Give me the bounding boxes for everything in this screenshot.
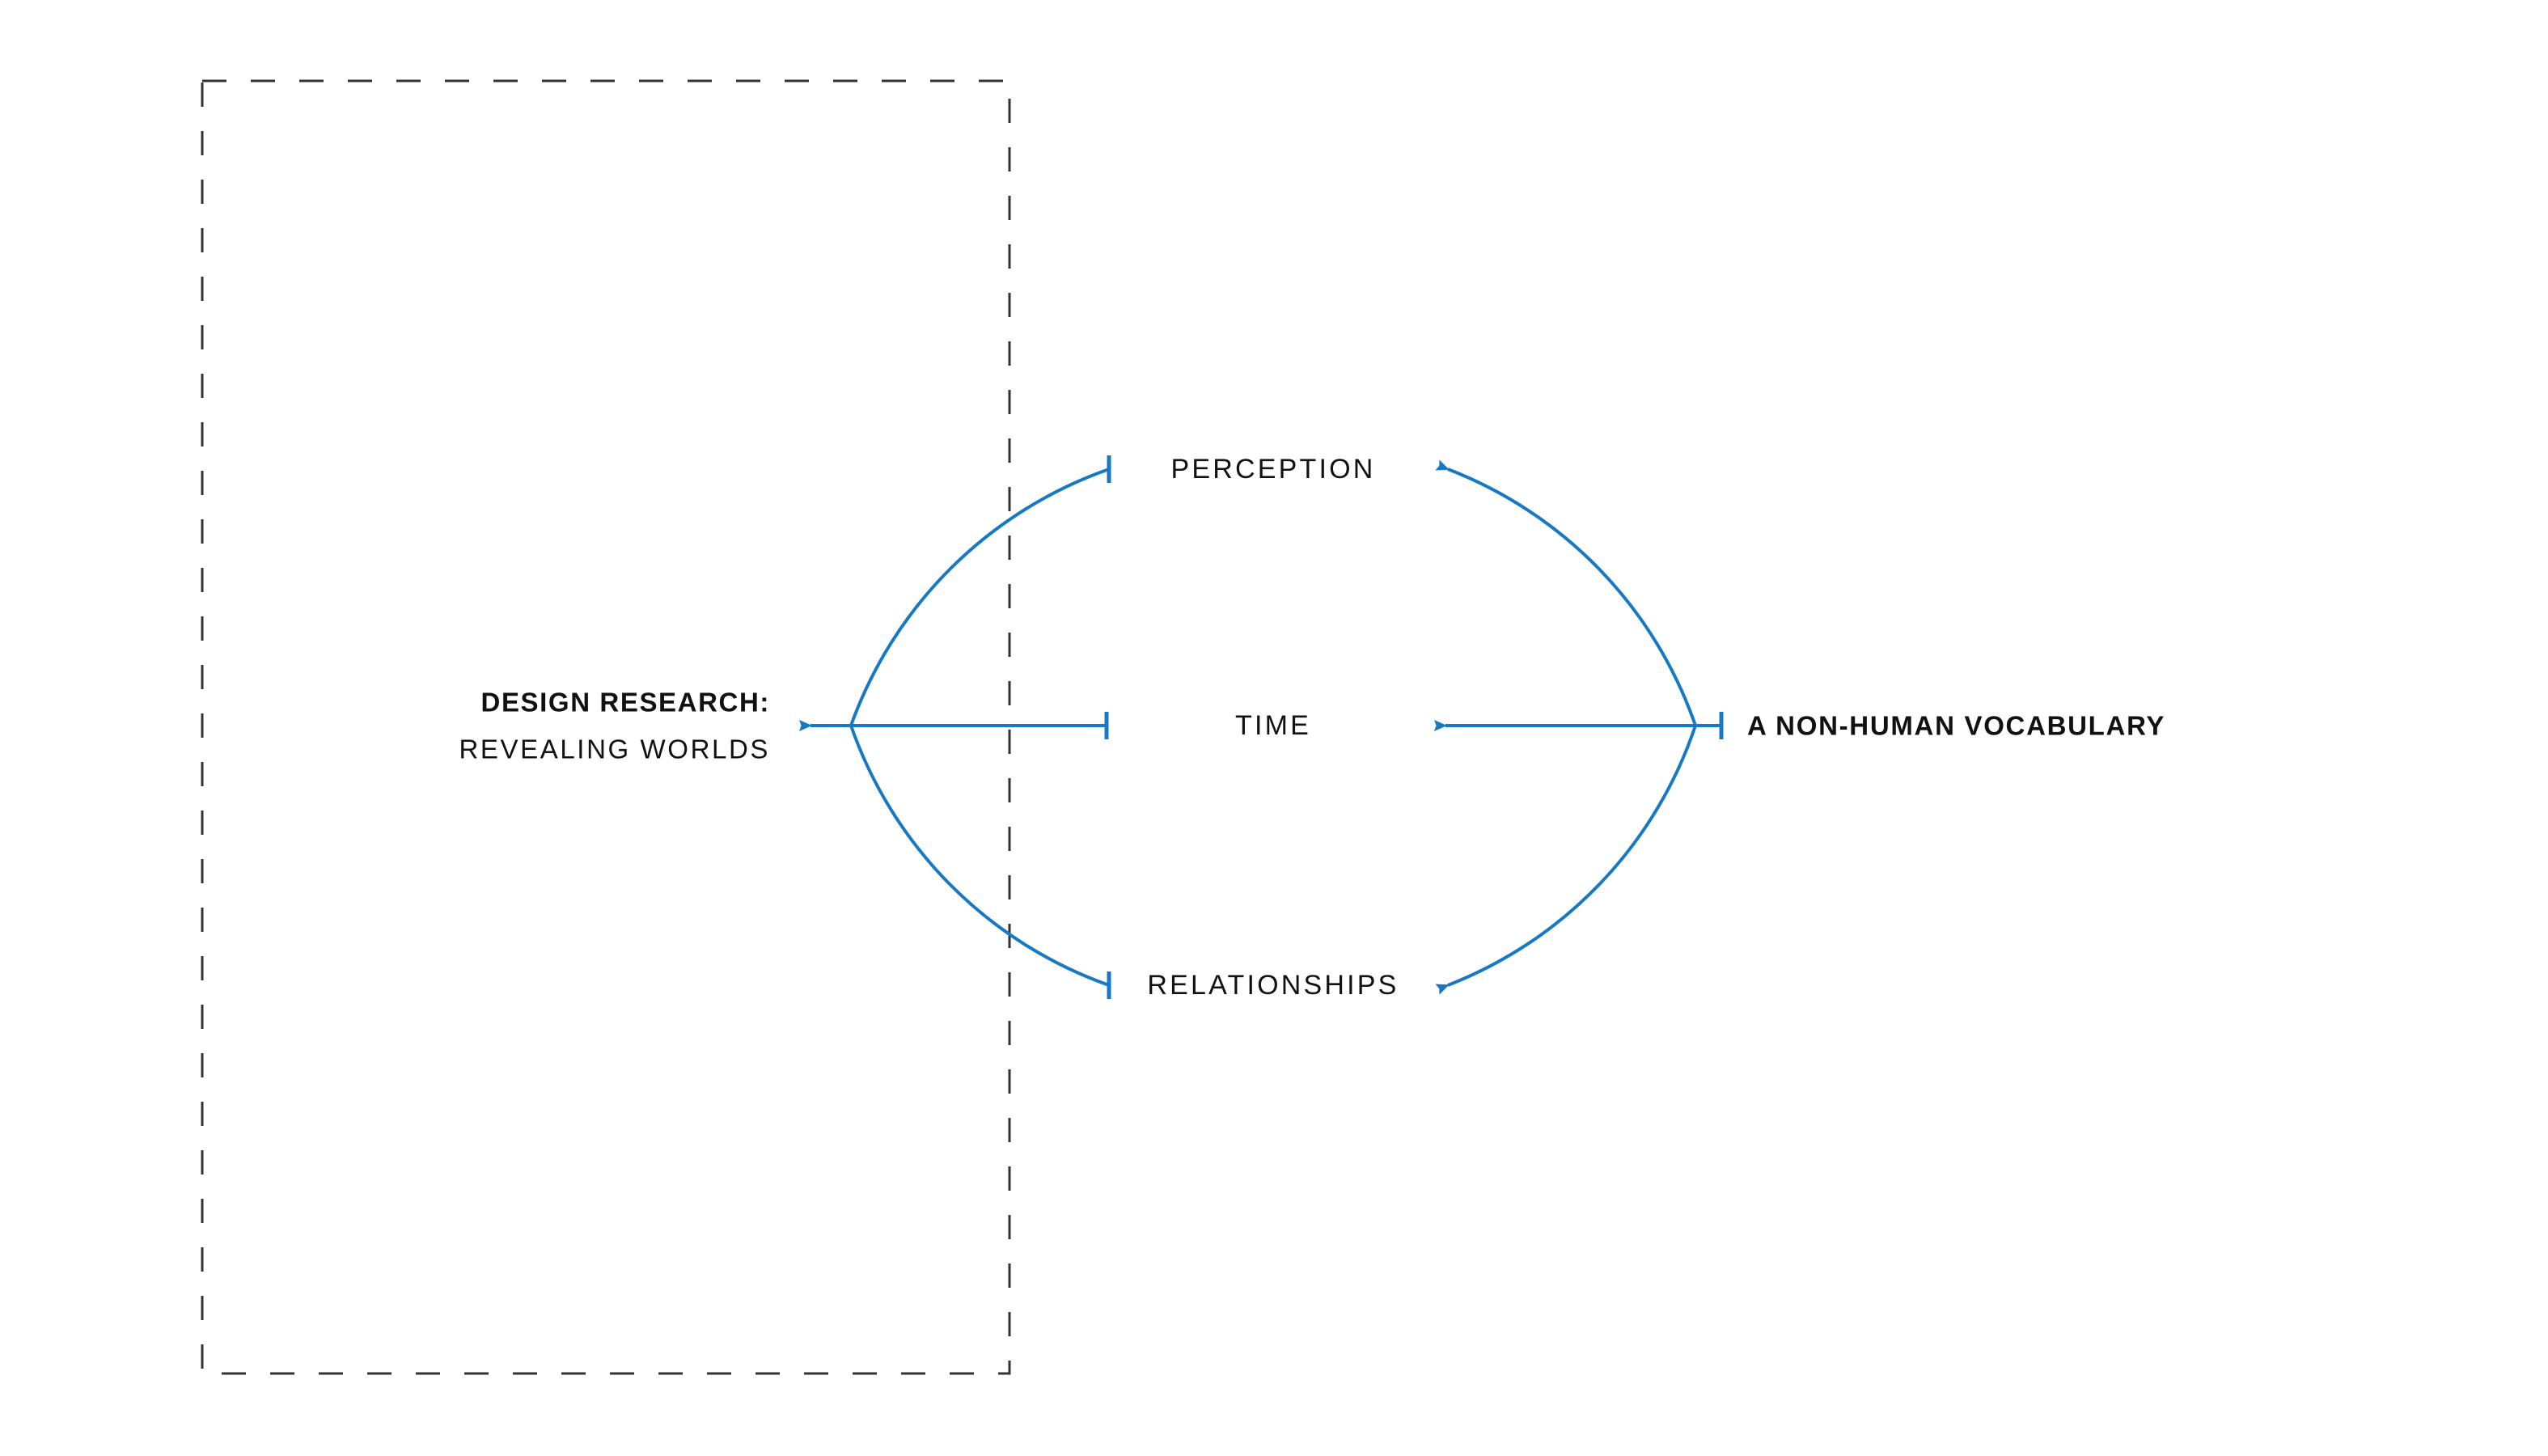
left-endpoint-line-1: DESIGN RESEARCH:	[480, 687, 770, 717]
node-label-perception: PERCEPTION	[1170, 454, 1376, 485]
node-label-relationships: RELATIONSHIPS	[1147, 970, 1399, 1001]
left-endpoint-label: DESIGN RESEARCH: REVEALING WORLDS	[459, 689, 770, 763]
arc-right-to-relationships	[1435, 725, 1697, 995]
left-endpoint-line-2: REVEALING WORLDS	[459, 734, 770, 764]
node-label-time: TIME	[1234, 710, 1312, 741]
arc-relationships-to-left	[849, 725, 1110, 987]
dashed-boundary-rectangle	[201, 79, 1011, 1375]
arc-right-to-perception	[1435, 459, 1697, 726]
right-endpoint-label: A NON-HUMAN VOCABULARY	[1747, 710, 2166, 741]
arc-perception-to-left	[849, 468, 1110, 726]
